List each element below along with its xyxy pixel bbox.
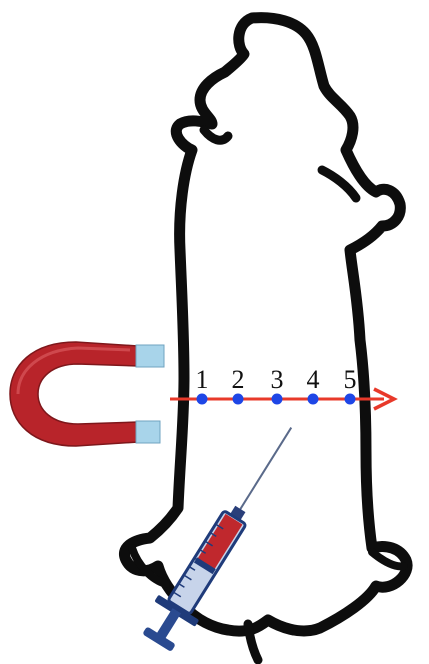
magnet-top-tip <box>135 344 165 368</box>
point-5-label: 5 <box>344 365 357 394</box>
magnet-bottom-tip <box>135 420 161 444</box>
point-5-marker <box>344 393 356 405</box>
syringe-icon <box>143 427 293 651</box>
syringe-plunger-rod <box>156 608 182 639</box>
measurement-points: 1 2 3 4 5 <box>196 365 357 405</box>
magnet-body <box>9 341 139 447</box>
tail-base <box>243 619 263 664</box>
syringe-plunger-thumb <box>143 627 175 651</box>
mouse-body-outline <box>119 12 413 637</box>
syringe-stopper <box>193 557 216 575</box>
syringe-needle <box>238 427 293 512</box>
arrow-head <box>373 387 398 411</box>
point-3-label: 3 <box>271 365 284 394</box>
point-4-label: 4 <box>307 365 320 394</box>
point-2-marker <box>232 393 244 405</box>
mouse-outline <box>119 12 413 664</box>
point-1-marker <box>196 393 208 405</box>
left-ear-fold <box>199 125 233 145</box>
point-2-label: 2 <box>232 365 245 394</box>
point-4-marker <box>307 393 319 405</box>
syringe-flange <box>155 595 199 627</box>
point-3-marker <box>271 393 283 405</box>
syringe-fluid <box>196 513 243 571</box>
left-foot-outline <box>128 544 170 588</box>
magnet-highlight <box>16 346 131 395</box>
right-foot-outline <box>368 548 408 571</box>
magnet-icon <box>9 341 165 447</box>
right-ear-fold <box>317 165 361 203</box>
point-1-label: 1 <box>196 365 209 394</box>
